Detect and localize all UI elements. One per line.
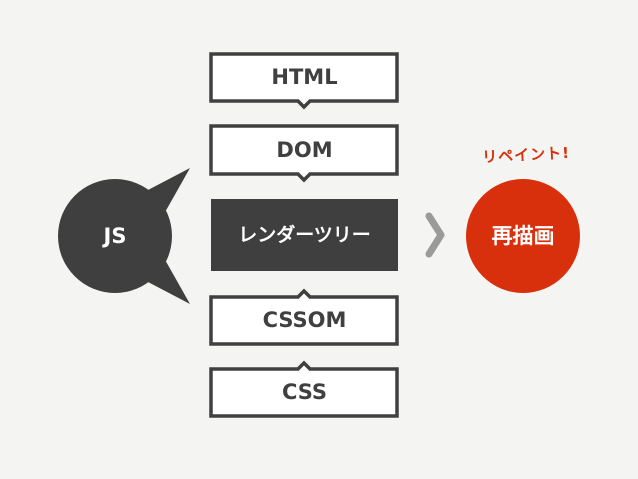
js-bubble: [58, 168, 190, 304]
css-label: CSS: [281, 380, 328, 404]
repaint-label: 再描画: [491, 223, 555, 248]
render-tree-box: [211, 199, 398, 271]
html-box: [209, 52, 399, 110]
js-label: JS: [103, 223, 127, 248]
cssom-label: CSSOM: [262, 308, 347, 332]
cssom-box: [209, 288, 399, 346]
repaint-circle: [466, 179, 580, 293]
html-label: HTML: [271, 65, 338, 89]
dom-box: [209, 124, 399, 183]
dom-label: DOM: [276, 138, 333, 162]
chevron-right-icon: [425, 212, 445, 258]
repaint-annotation: リペイント!: [481, 143, 571, 166]
css-box: [209, 360, 399, 418]
render-tree-label: レンダーツリー: [238, 223, 371, 246]
